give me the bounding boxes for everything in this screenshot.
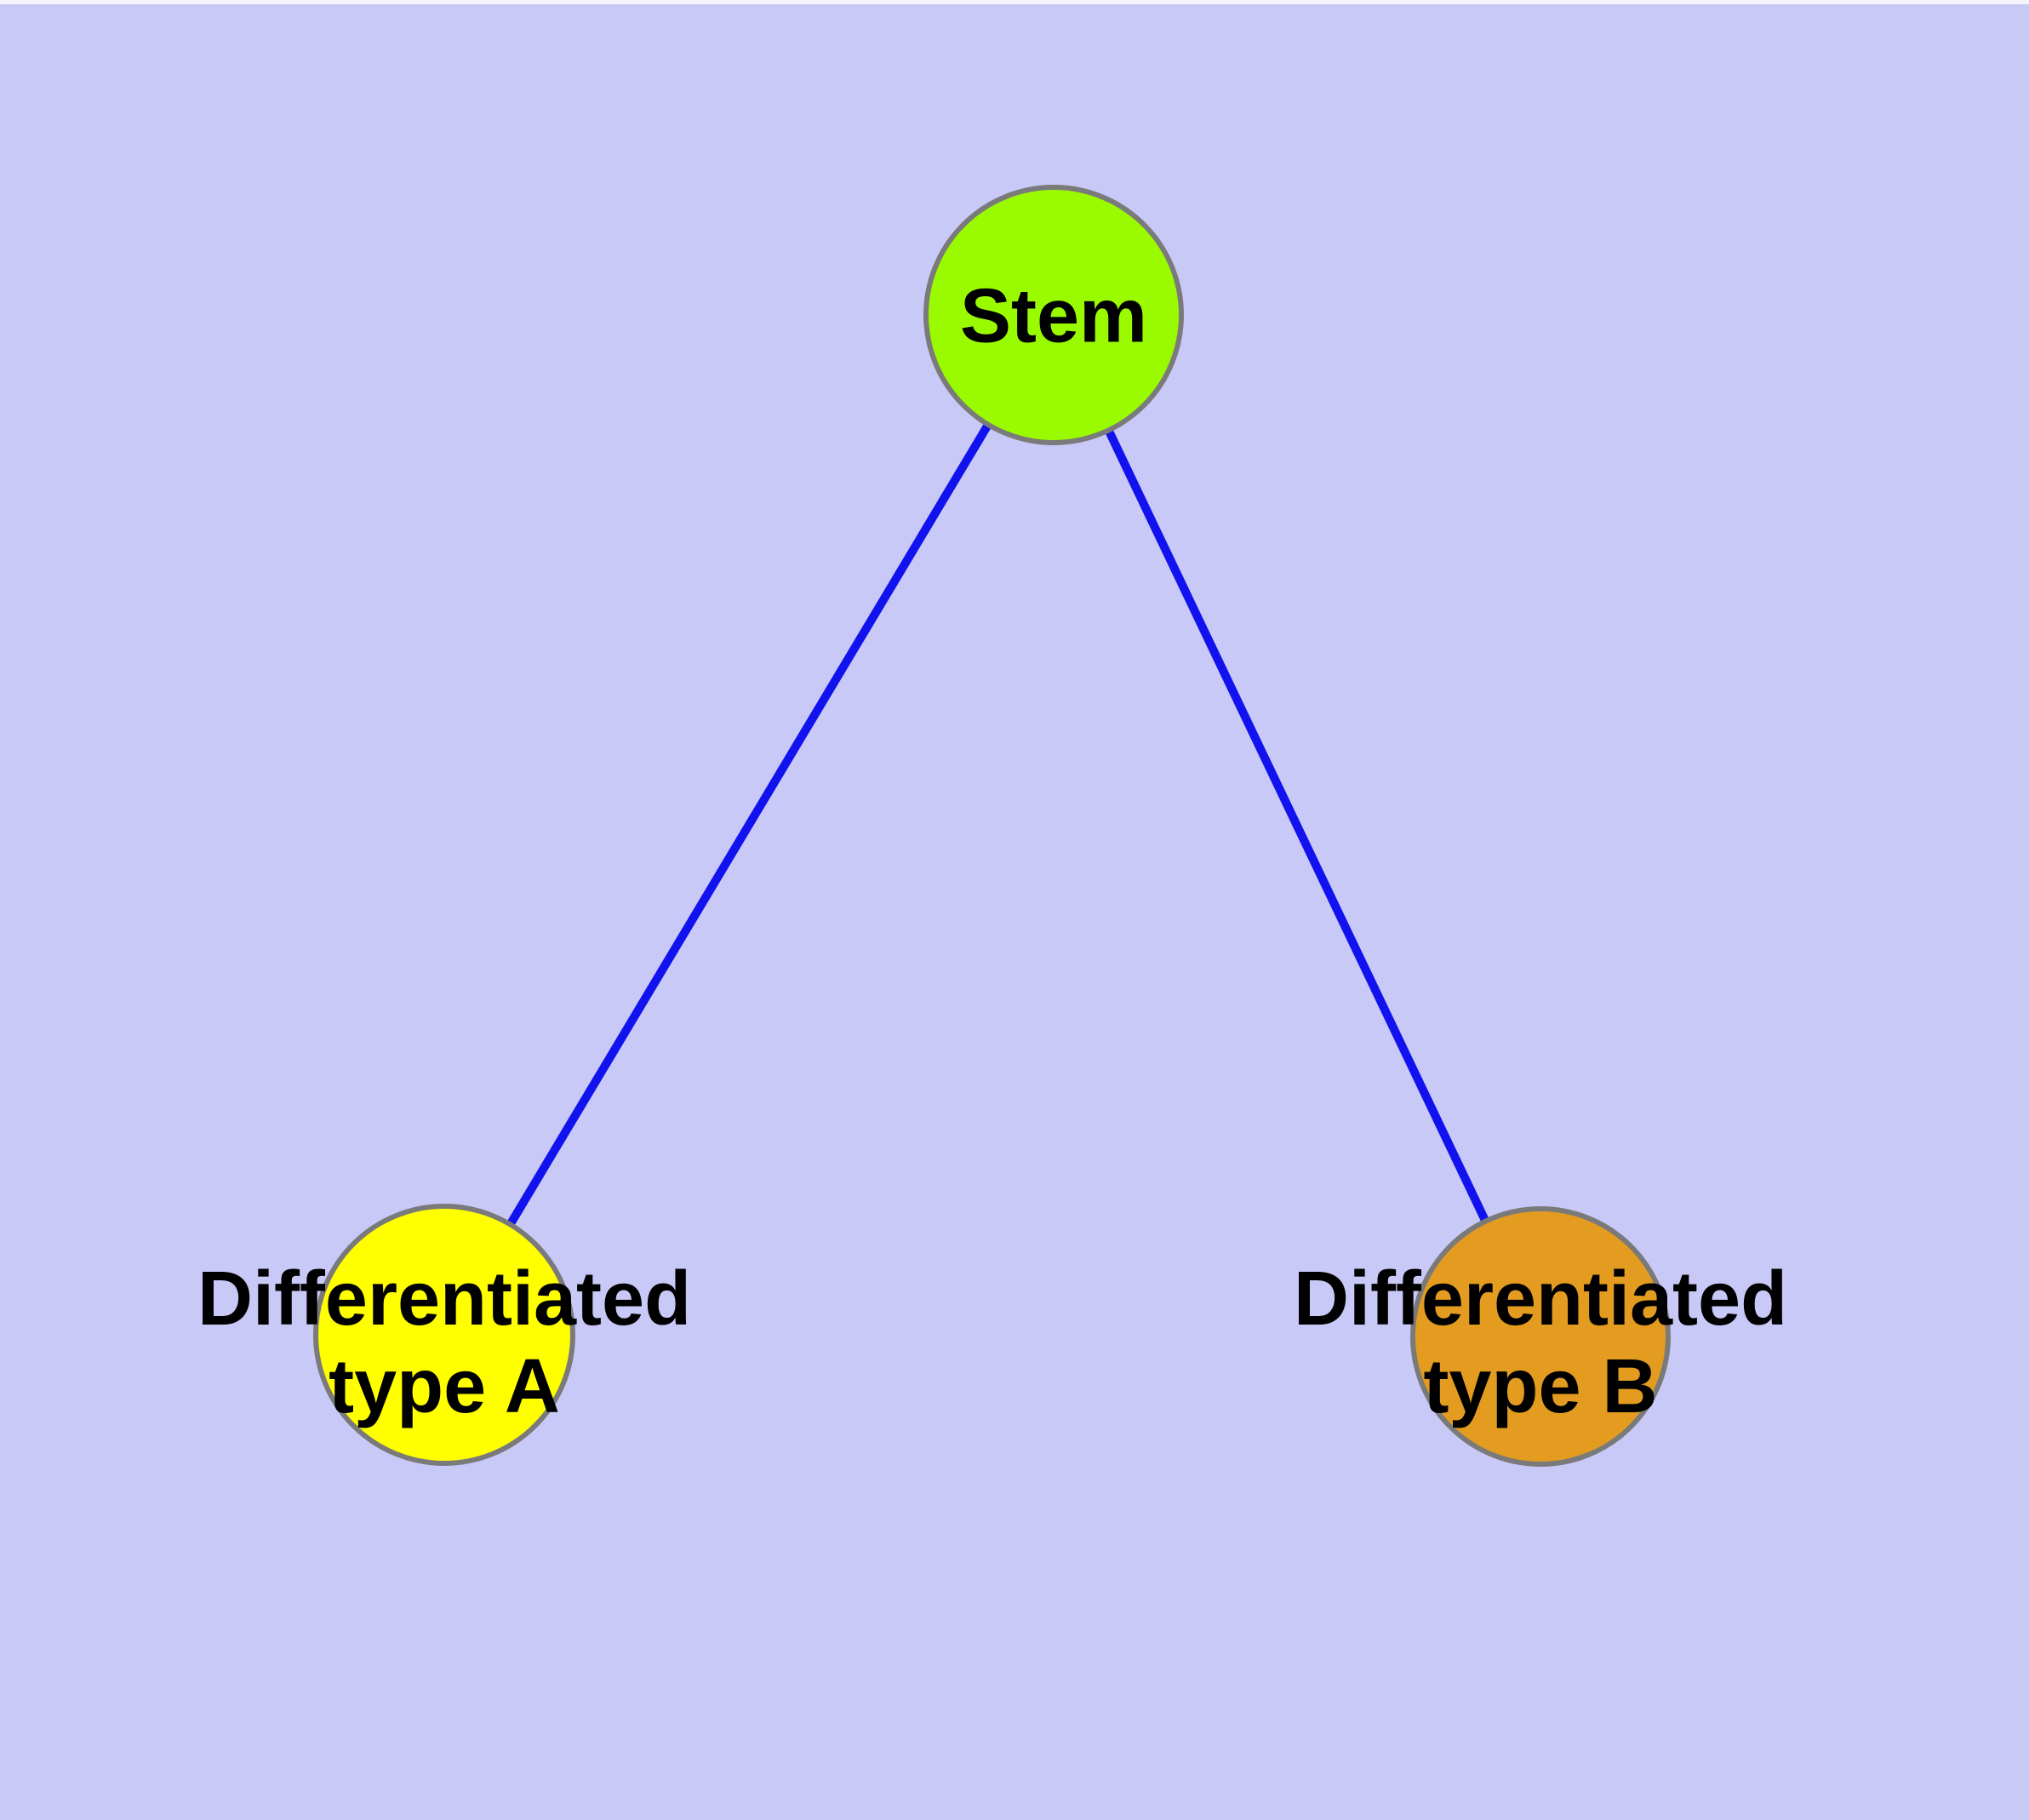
node-differentiated-type-a: [313, 1204, 575, 1466]
edge-stem-to-type-b: [1049, 312, 1545, 1339]
node-stem: [923, 185, 1184, 445]
node-label-type-b-line1: Differentiated: [1293, 1256, 1788, 1342]
node-label-stem: Stem: [960, 273, 1147, 361]
node-label-type-a-line1: Differentiated: [197, 1256, 692, 1342]
node-label-stem-text: Stem: [959, 273, 1148, 359]
edge-stem-to-type-a: [440, 312, 1058, 1337]
node-label-type-a-line2: type A: [329, 1344, 560, 1429]
window-top-edge: [0, 0, 2029, 4]
node-label-type-b-line2: type B: [1423, 1344, 1658, 1429]
node-label-differentiated-type-a: Differentiated type A: [197, 1256, 691, 1431]
node-differentiated-type-b: [1410, 1206, 1671, 1467]
node-label-differentiated-type-b: Differentiated type B: [1294, 1256, 1787, 1431]
